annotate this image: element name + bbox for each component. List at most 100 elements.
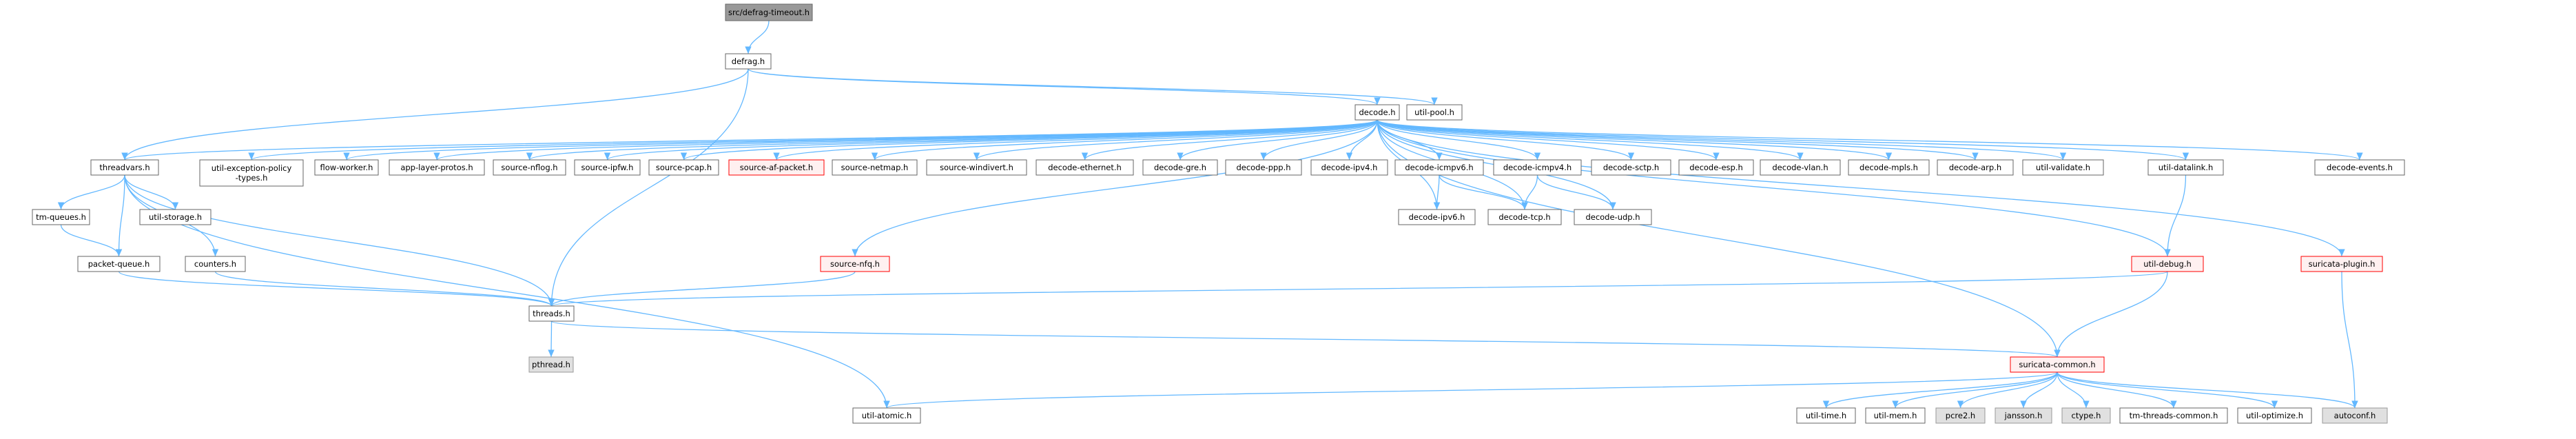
- node-pthread[interactable]: pthread.h: [528, 356, 574, 373]
- edge-defrag-to-utilpool: [748, 68, 1438, 105]
- node-packetqueue-box: [77, 256, 161, 272]
- node-utilexc-label: -types.h: [236, 173, 268, 183]
- node-decsctp-box: [1591, 159, 1671, 176]
- node-utiloptimize[interactable]: util-optimize.h: [2237, 407, 2312, 424]
- node-srcpcap-label: source-pcap.h: [656, 163, 712, 172]
- node-threads-label: threads.h: [533, 309, 570, 318]
- node-srcwindivert[interactable]: source-windivert.h: [926, 159, 1027, 176]
- node-utilmem-box: [1865, 407, 1926, 424]
- node-applayer[interactable]: app-layer-protos.h: [389, 159, 485, 176]
- edge-threadvars-to-threads: [124, 174, 555, 307]
- edge-decode-to-threadvars: [121, 119, 1378, 161]
- node-suricommon[interactable]: suricata-common.h: [2010, 356, 2105, 373]
- node-decicmpv4-box: [1493, 159, 1582, 176]
- node-decode[interactable]: decode.h: [1354, 104, 1400, 121]
- node-threads[interactable]: threads.h: [528, 305, 575, 322]
- edge-suricommon-to-utilmem: [1892, 371, 2058, 409]
- node-srcafp-label: source-af-packet.h: [740, 163, 813, 172]
- node-srcpcap[interactable]: source-pcap.h: [648, 159, 719, 176]
- edge-decode-to-utildatalink: [1377, 119, 2189, 161]
- node-decicmpv6[interactable]: decode-icmpv6.h: [1394, 159, 1484, 176]
- node-utiltime[interactable]: util-time.h: [1796, 407, 1856, 424]
- node-utilmem[interactable]: util-mem.h: [1865, 407, 1926, 424]
- node-tmthreads[interactable]: tm-threads-common.h: [2119, 407, 2228, 424]
- edge-decode-to-srcwindivert: [973, 119, 1378, 161]
- node-applayer-box: [389, 159, 485, 176]
- node-decicmpv6-box: [1394, 159, 1484, 176]
- node-srcwindivert-label: source-windivert.h: [940, 163, 1013, 172]
- node-ctype-label: ctype.h: [2072, 411, 2101, 420]
- node-decppp-box: [1225, 159, 1302, 176]
- edge-decode-to-utildebug: [1377, 119, 2171, 257]
- node-srcnfq-label: source-nfq.h: [830, 259, 880, 269]
- node-decipv4[interactable]: decode-ipv4.h: [1310, 159, 1388, 176]
- node-utilatomic-box: [852, 407, 921, 424]
- node-utilvalidate[interactable]: util-validate.h: [2022, 159, 2104, 176]
- edge-suricommon-to-utilatomic: [884, 371, 2058, 409]
- node-decppp[interactable]: decode-ppp.h: [1225, 159, 1302, 176]
- node-jansson[interactable]: jansson.h: [1995, 407, 2052, 424]
- node-decicmpv4[interactable]: decode-icmpv4.h: [1493, 159, 1582, 176]
- node-utilstorage-label: util-storage.h: [149, 212, 202, 222]
- node-counters[interactable]: counters.h: [185, 256, 246, 272]
- edge-decode-to-srcnfq: [852, 119, 1378, 257]
- edge-defrag-to-threadvars: [121, 68, 749, 161]
- node-flowworker[interactable]: flow-worker.h: [314, 159, 379, 176]
- node-pcre2[interactable]: pcre2.h: [1935, 407, 1986, 424]
- node-decmpls-box: [1848, 159, 1930, 176]
- edge-decicmpv6-to-decipv6: [1433, 174, 1441, 210]
- node-suriplugin[interactable]: suricata-plugin.h: [2300, 256, 2383, 272]
- edge-root-to-defrag: [745, 20, 770, 54]
- node-decmpls[interactable]: decode-mpls.h: [1848, 159, 1930, 176]
- node-decudp[interactable]: decode-udp.h: [1574, 209, 1652, 225]
- node-utildebug[interactable]: util-debug.h: [2131, 256, 2204, 272]
- node-dectcp-label: decode-tcp.h: [1498, 212, 1550, 222]
- node-ctype-box: [2061, 407, 2111, 424]
- node-decvlan[interactable]: decode-vlan.h: [1760, 159, 1841, 176]
- node-decipv6[interactable]: decode-ipv6.h: [1398, 209, 1476, 225]
- node-packetqueue[interactable]: packet-queue.h: [77, 256, 161, 272]
- node-decgre[interactable]: decode-gre.h: [1142, 159, 1218, 176]
- node-srcnetmap-label: source-netmap.h: [841, 163, 909, 172]
- node-srcnetmap[interactable]: source-netmap.h: [832, 159, 918, 176]
- node-utilexc-label: util-exception-policy: [212, 163, 292, 173]
- node-srcafp[interactable]: source-af-packet.h: [728, 159, 825, 176]
- node-tmqueues[interactable]: tm-queues.h: [32, 209, 90, 225]
- node-utildatalink[interactable]: util-datalink.h: [2147, 159, 2224, 176]
- node-decicmpv4-label: decode-icmpv4.h: [1503, 163, 1572, 172]
- node-suriplugin-box: [2300, 256, 2383, 272]
- node-utildatalink-box: [2147, 159, 2224, 176]
- edge-decicmpv4-to-decudp: [1536, 174, 1616, 210]
- node-decether[interactable]: decode-ethernet.h: [1035, 159, 1134, 176]
- node-defrag[interactable]: defrag.h: [725, 53, 772, 70]
- node-decarp[interactable]: decode-arp.h: [1937, 159, 2014, 176]
- node-root: src/defrag-timeout.h: [725, 3, 813, 21]
- node-utilstorage[interactable]: util-storage.h: [139, 209, 212, 225]
- node-ctype[interactable]: ctype.h: [2061, 407, 2111, 424]
- node-autoconf[interactable]: autoconf.h: [2322, 407, 2388, 424]
- node-decarp-label: decode-arp.h: [1949, 163, 2001, 172]
- node-pcre2-box: [1935, 407, 1986, 424]
- node-applayer-label: app-layer-protos.h: [400, 163, 473, 172]
- node-utilexc-box: [199, 159, 304, 187]
- node-utiltime-box: [1796, 407, 1856, 424]
- node-utilexc[interactable]: util-exception-policy-types.h: [199, 159, 304, 187]
- node-decudp-box: [1574, 209, 1652, 225]
- edge-threads-to-suricommon: [550, 320, 2060, 358]
- node-utilpool[interactable]: util-pool.h: [1406, 104, 1463, 121]
- node-srcnflog[interactable]: source-nflog.h: [493, 159, 566, 176]
- edge-decode-to-srcafp: [773, 119, 1378, 161]
- node-autoconf-label: autoconf.h: [2334, 411, 2376, 420]
- node-decsctp[interactable]: decode-sctp.h: [1591, 159, 1671, 176]
- node-srcnfq[interactable]: source-nfq.h: [820, 256, 890, 272]
- node-utilatomic-label: util-atomic.h: [862, 411, 912, 420]
- edge-decode-to-utilvalidate: [1377, 119, 2066, 161]
- node-utilatomic[interactable]: util-atomic.h: [852, 407, 921, 424]
- node-threadvars[interactable]: threadvars.h: [90, 159, 159, 176]
- edge-suricommon-to-utiloptimize: [2057, 371, 2278, 409]
- node-dectcp[interactable]: decode-tcp.h: [1487, 209, 1562, 225]
- node-decevents[interactable]: decode-events.h: [2314, 159, 2405, 176]
- node-counters-box: [185, 256, 246, 272]
- node-decesp[interactable]: decode-esp.h: [1678, 159, 1754, 176]
- node-srcipfw[interactable]: source-ipfw.h: [574, 159, 641, 176]
